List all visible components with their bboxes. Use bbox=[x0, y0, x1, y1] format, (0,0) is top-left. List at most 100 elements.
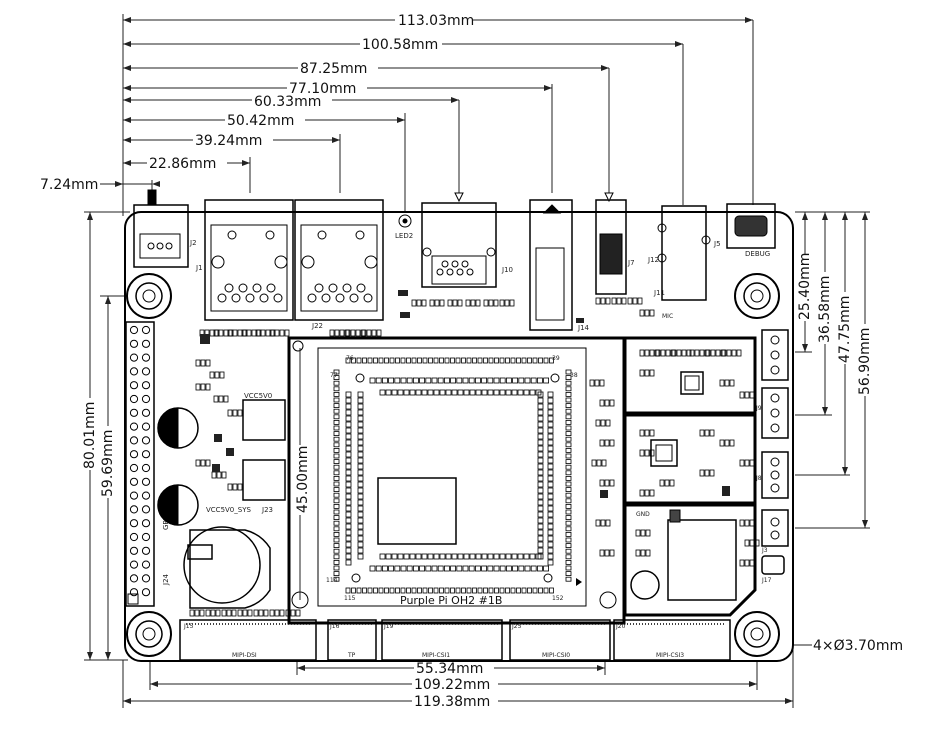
module-pad bbox=[333, 419, 340, 425]
gpio-pin bbox=[141, 519, 151, 528]
gpio-pin bbox=[141, 532, 151, 542]
module-pad bbox=[547, 415, 554, 422]
dim-113: 113.03mm bbox=[398, 13, 474, 29]
gpio-pin bbox=[141, 546, 151, 555]
smd-component bbox=[644, 369, 650, 377]
module-pad bbox=[333, 520, 340, 526]
label-j9: J9 bbox=[755, 405, 762, 412]
gpio-pin bbox=[129, 436, 139, 445]
module-pad bbox=[543, 357, 549, 364]
smd-component bbox=[600, 297, 606, 305]
gpio-pin bbox=[129, 546, 139, 555]
module-pad bbox=[333, 403, 340, 409]
module-pad bbox=[378, 587, 384, 594]
module-pad bbox=[431, 377, 438, 384]
smd-component bbox=[279, 609, 285, 617]
module-pad bbox=[547, 547, 554, 554]
module-pad bbox=[427, 389, 434, 396]
module-pad bbox=[456, 565, 463, 572]
gpio-pin bbox=[141, 408, 151, 417]
module-pad bbox=[345, 535, 352, 542]
module-pad bbox=[537, 505, 544, 512]
module-pad bbox=[333, 470, 340, 476]
smd-component bbox=[699, 349, 705, 357]
module-pad bbox=[394, 565, 401, 572]
module-pad bbox=[345, 445, 352, 452]
module-pad bbox=[357, 553, 364, 560]
smd-component bbox=[226, 609, 232, 617]
module-pad bbox=[357, 469, 364, 476]
module-pad bbox=[357, 505, 364, 512]
smd-component bbox=[232, 409, 238, 417]
smd-component bbox=[676, 349, 682, 357]
gpio-pin bbox=[141, 588, 151, 597]
gpio-pin bbox=[129, 422, 139, 431]
passive-components bbox=[189, 290, 760, 617]
module-pad bbox=[345, 451, 352, 458]
module-pad bbox=[400, 357, 406, 364]
smd-component bbox=[649, 489, 655, 497]
module-pad bbox=[547, 445, 554, 452]
module-pad bbox=[437, 377, 444, 384]
gpio-pin bbox=[141, 574, 151, 583]
module-pad bbox=[547, 439, 554, 446]
gpio-pin bbox=[129, 560, 139, 569]
smd-component bbox=[475, 299, 481, 307]
module-pad bbox=[527, 587, 532, 594]
smd-component bbox=[604, 399, 610, 407]
module-pad bbox=[428, 587, 433, 594]
svg-text:J20: J20 bbox=[615, 623, 626, 630]
top-dimension-labels: 113.03mm 100.58mm 87.25mm 77.10mm 60.33m… bbox=[40, 11, 474, 193]
module-pad bbox=[333, 498, 340, 504]
smd-component bbox=[639, 309, 645, 317]
pin-152: 152 bbox=[552, 595, 564, 602]
module-pad bbox=[565, 419, 572, 425]
module-pad bbox=[462, 377, 469, 384]
module-pad bbox=[369, 377, 376, 384]
module-pad bbox=[505, 587, 510, 594]
smd-component bbox=[339, 329, 345, 337]
usb-port-j7: J7 bbox=[595, 192, 635, 295]
smd-component bbox=[715, 349, 721, 357]
smd-component bbox=[649, 369, 655, 377]
smd-component bbox=[242, 609, 248, 617]
smd-component bbox=[749, 539, 755, 547]
smd-component bbox=[595, 297, 601, 305]
module-pad bbox=[450, 565, 457, 572]
smd-component bbox=[223, 395, 229, 403]
module-pad bbox=[505, 357, 510, 364]
smd-component bbox=[605, 419, 611, 427]
module-pad bbox=[547, 433, 554, 440]
module-pad bbox=[532, 357, 538, 364]
smd-component bbox=[611, 297, 617, 305]
smd-component bbox=[366, 329, 372, 337]
smd-component bbox=[205, 459, 211, 467]
label-led2: LED2 bbox=[395, 232, 413, 240]
smd-component bbox=[218, 329, 224, 337]
module-pad bbox=[345, 457, 352, 464]
module-pad bbox=[388, 565, 395, 572]
smd-component bbox=[295, 609, 301, 617]
smd-component bbox=[329, 329, 335, 337]
smd-component bbox=[710, 349, 716, 357]
smd-component bbox=[644, 309, 650, 317]
module-pad bbox=[510, 587, 516, 594]
smd-component bbox=[284, 329, 290, 337]
module-pad bbox=[537, 535, 544, 542]
smd-component bbox=[231, 609, 237, 617]
smd-component bbox=[439, 299, 445, 307]
smd-component bbox=[736, 349, 742, 357]
smd-component bbox=[334, 329, 340, 337]
module-pad bbox=[403, 389, 410, 396]
module-pad bbox=[510, 357, 516, 364]
module-pad bbox=[333, 391, 340, 397]
module-pad bbox=[468, 377, 475, 384]
fpc-mipi-dsi: MIPI-DSI J15 bbox=[179, 619, 317, 661]
module-pad bbox=[357, 493, 364, 500]
label-vcc5v0-sys: VCC5V0_SYS bbox=[206, 506, 251, 514]
ethernet-port-2: J22 bbox=[294, 199, 384, 330]
smd-component bbox=[210, 609, 216, 617]
label-j1: J1 bbox=[195, 264, 203, 272]
module-pad bbox=[345, 511, 352, 518]
gpio-pin bbox=[141, 463, 151, 473]
